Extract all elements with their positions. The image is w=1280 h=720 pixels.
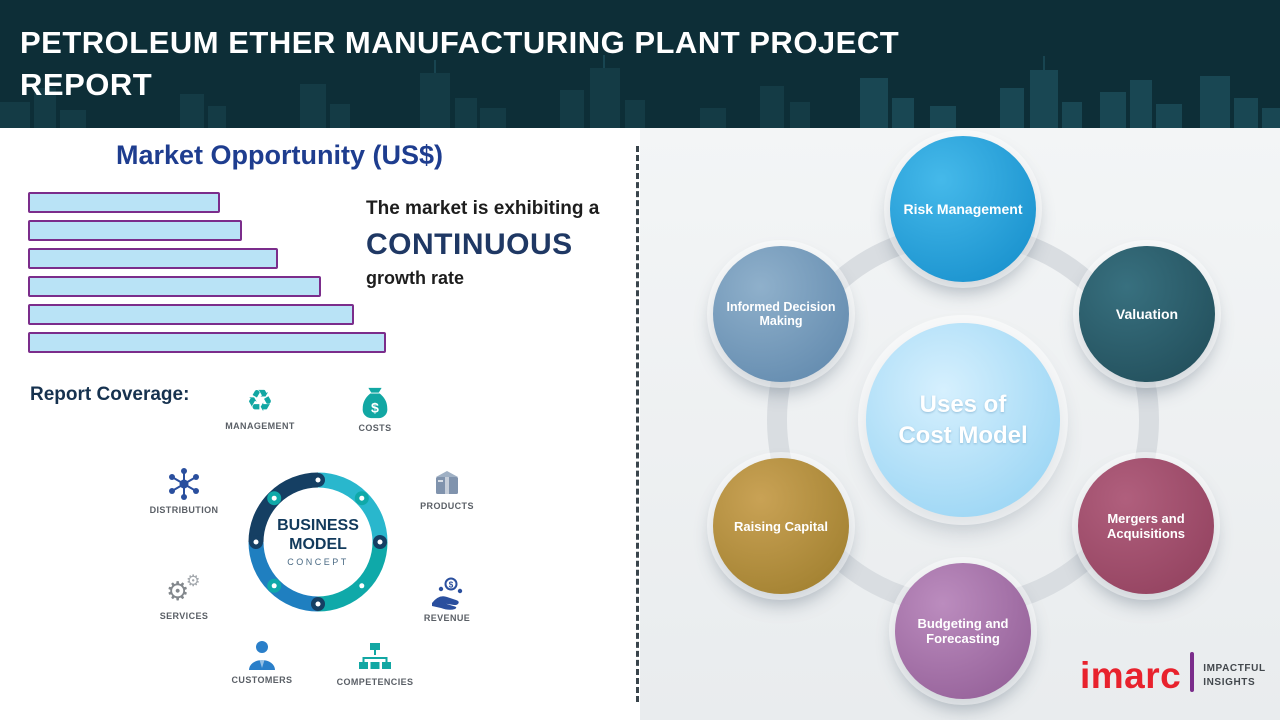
header-banner: PETROLEUM ETHER MANUFACTURING PLANT PROJ… — [0, 0, 1280, 128]
coverage-item-label: COSTS — [358, 423, 392, 433]
hand-coin-icon: $ — [432, 577, 463, 610]
cost-model-item-valuation: Valuation — [1079, 246, 1215, 382]
business-model-ring — [248, 472, 388, 612]
svg-text:$: $ — [371, 400, 379, 416]
imarc-tagline-line1: IMPACTFUL — [1203, 663, 1266, 674]
cost-model-item-mergers-acquisitions: Mergers and Acquisitions — [1078, 458, 1214, 594]
market-opportunity-title: Market Opportunity (US$) — [116, 140, 444, 170]
page-title: PETROLEUM ETHER MANUFACTURING PLANT PROJ… — [20, 25, 900, 102]
cost-model-panel: Risk Management Valuation Mergers and Ac… — [640, 128, 1280, 720]
cost-model-item-label: Informed Decision Making — [726, 300, 836, 328]
imarc-logo-divider — [1190, 652, 1195, 692]
growth-statement-highlight: CONTINUOUS — [366, 228, 573, 261]
business-model-line1: BUSINESS — [277, 517, 359, 535]
package-box-icon — [436, 471, 458, 494]
gears-icon: ⚙⚙ — [166, 573, 201, 606]
coverage-item-label: SERVICES — [159, 611, 209, 621]
business-model-center-label: BUSINESS MODEL CONCEPT — [228, 452, 408, 632]
cost-model-item-label: Mergers and Acquisitions — [1106, 511, 1185, 541]
cost-model-item-label: Risk Management — [903, 201, 1023, 217]
recycle-bulb-icon: ♻ — [246, 385, 274, 418]
cost-model-item-label: Budgeting and Forecasting — [917, 616, 1009, 646]
cost-model-item-raising-capital: Raising Capital — [713, 458, 849, 594]
bar — [28, 248, 278, 269]
market-bar-chart — [28, 192, 390, 360]
imarc-logo-wordmark: imarc — [1080, 655, 1182, 696]
person-icon — [249, 641, 275, 670]
coverage-item-competencies: COMPETENCIES — [330, 640, 420, 687]
coverage-item-costs: $ COSTS — [330, 386, 420, 433]
org-chart-icon — [359, 643, 391, 669]
coverage-item-customers: CUSTOMERS — [217, 638, 307, 685]
coverage-item-label: MANAGEMENT — [225, 421, 295, 431]
business-model-line2: MODEL — [289, 535, 347, 553]
coverage-item-management: ♻ MANAGEMENT — [215, 385, 305, 432]
coverage-item-services: ⚙⚙ SERVICES — [139, 573, 229, 622]
coverage-item-label: PRODUCTS — [420, 501, 474, 511]
cost-model-item-informed-decision-making: Informed Decision Making — [713, 246, 849, 382]
network-hub-icon — [169, 468, 199, 500]
imarc-logo: imarc IMPACTFUL INSIGHTS — [1080, 652, 1266, 699]
money-bag-icon: $ — [362, 387, 388, 419]
cost-model-center-line1: Uses of — [919, 390, 1007, 418]
coverage-item-label: CUSTOMERS — [231, 675, 293, 685]
bar — [28, 220, 242, 241]
cost-model-center-line2: Cost Model — [898, 422, 1028, 449]
coverage-item-products: PRODUCTS — [402, 464, 492, 511]
business-model-line3: CONCEPT — [287, 556, 349, 567]
growth-statement: The market is exhibiting a CONTINUOUS gr… — [366, 198, 646, 289]
coverage-item-distribution: DISTRIBUTION — [139, 466, 229, 515]
coverage-item-label: REVENUE — [423, 613, 471, 623]
svg-text:$: $ — [449, 581, 454, 590]
coverage-item-label: DISTRIBUTION — [149, 505, 219, 515]
bar — [28, 192, 220, 213]
bar — [28, 332, 387, 353]
growth-statement-suffix: growth rate — [366, 268, 465, 288]
coverage-item-revenue: $ REVENUE — [402, 576, 492, 623]
bar — [28, 304, 354, 325]
cost-model-item-risk-management: Risk Management — [890, 136, 1036, 282]
bar — [28, 276, 322, 297]
coverage-item-label: COMPETENCIES — [336, 677, 414, 687]
city-skyline-decoration — [0, 55, 1280, 128]
growth-statement-prefix: The market is exhibiting a — [366, 198, 600, 219]
imarc-tagline-line2: INSIGHTS — [1203, 676, 1256, 688]
section-divider — [636, 146, 639, 702]
cost-model-item-budgeting-forecasting: Budgeting and Forecasting — [895, 563, 1031, 699]
report-coverage-title: Report Coverage: — [30, 384, 190, 405]
cost-model-item-label: Valuation — [1115, 306, 1179, 322]
cost-model-center-circle: Uses of Cost Model — [866, 323, 1060, 517]
cost-model-item-label: Raising Capital — [734, 518, 828, 534]
